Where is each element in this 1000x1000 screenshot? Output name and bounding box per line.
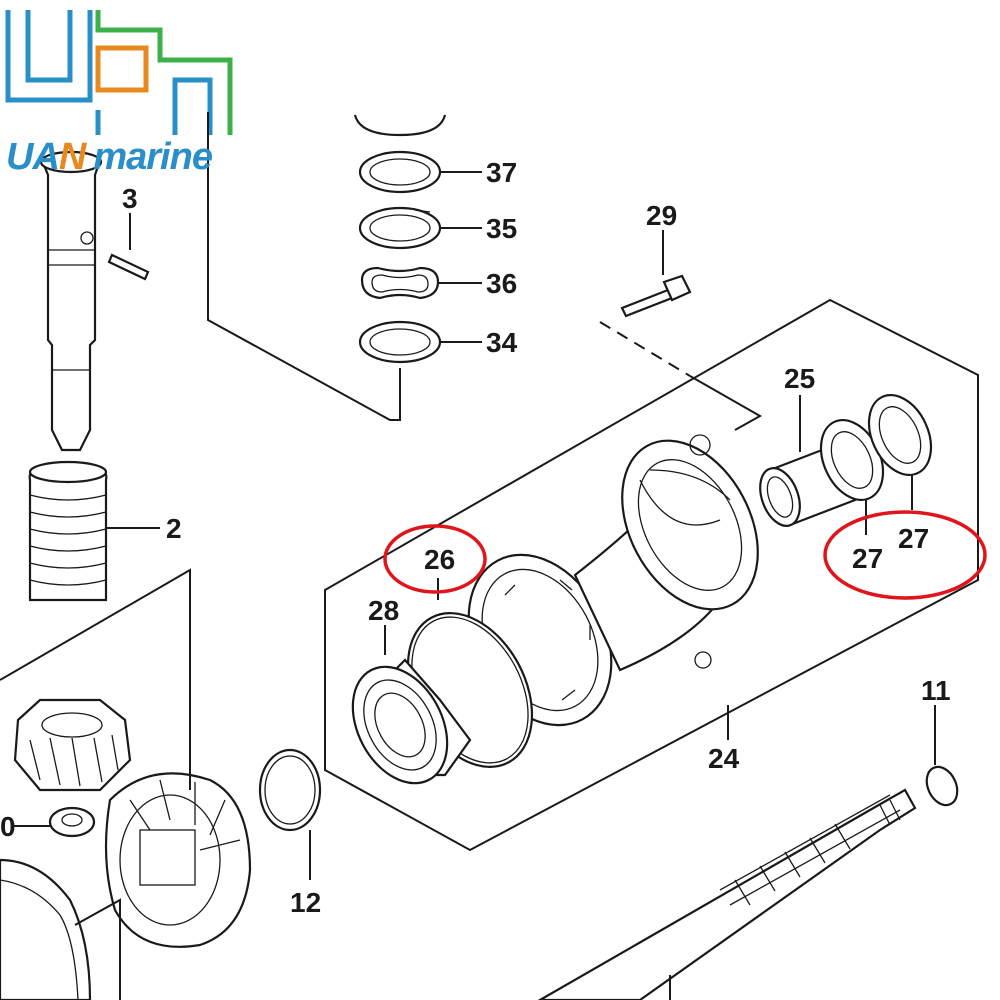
logo-text-ua: UA (6, 136, 60, 178)
drive-gear-bottom (0, 858, 92, 1000)
bevel-gear (104, 772, 252, 948)
label-25: 25 (784, 363, 815, 394)
washer-34 (358, 320, 482, 364)
label-10: 0 (0, 811, 16, 842)
washer-top-partial (353, 114, 447, 137)
label-34: 34 (486, 327, 518, 358)
label-24: 24 (708, 743, 740, 774)
label-28: 28 (368, 595, 399, 626)
ball-bearing-28 (351, 625, 472, 785)
uan-marine-logo-graphic (5, 10, 233, 135)
label-3: 3 (122, 183, 138, 214)
label-26: 26 (424, 544, 455, 575)
washer-leader (207, 112, 401, 421)
logo-text-marine: marine (93, 136, 213, 178)
pinion-gear (13, 698, 132, 792)
label-27a: 27 (852, 543, 883, 574)
assembly-frame (324, 298, 979, 852)
highlight-circle-27 (823, 510, 987, 600)
propeller-shaft (537, 788, 917, 1000)
washer-37 (358, 150, 482, 194)
nut-10 (12, 806, 96, 838)
label-2: 2 (166, 513, 182, 544)
washer-36 (360, 266, 482, 300)
ring-12 (258, 748, 322, 880)
vertical-shaft (39, 150, 103, 452)
washer-35 (358, 206, 482, 250)
label-36: 36 (486, 268, 517, 299)
logo-text-n: N (58, 136, 86, 178)
ring-11 (925, 705, 959, 807)
pin-3 (107, 213, 150, 281)
rubber-boot-2 (28, 460, 160, 602)
oil-seal-27b (867, 394, 933, 510)
label-29: 29 (646, 200, 677, 231)
label-35: 35 (486, 213, 517, 244)
label-12: 12 (290, 887, 321, 918)
label-27b: 27 (898, 523, 929, 554)
label-37: 37 (486, 157, 517, 188)
label-11: 11 (921, 675, 951, 706)
bolt-29 (599, 230, 692, 377)
highlight-circle-26 (383, 524, 487, 594)
frame-lines-left (0, 568, 191, 1000)
